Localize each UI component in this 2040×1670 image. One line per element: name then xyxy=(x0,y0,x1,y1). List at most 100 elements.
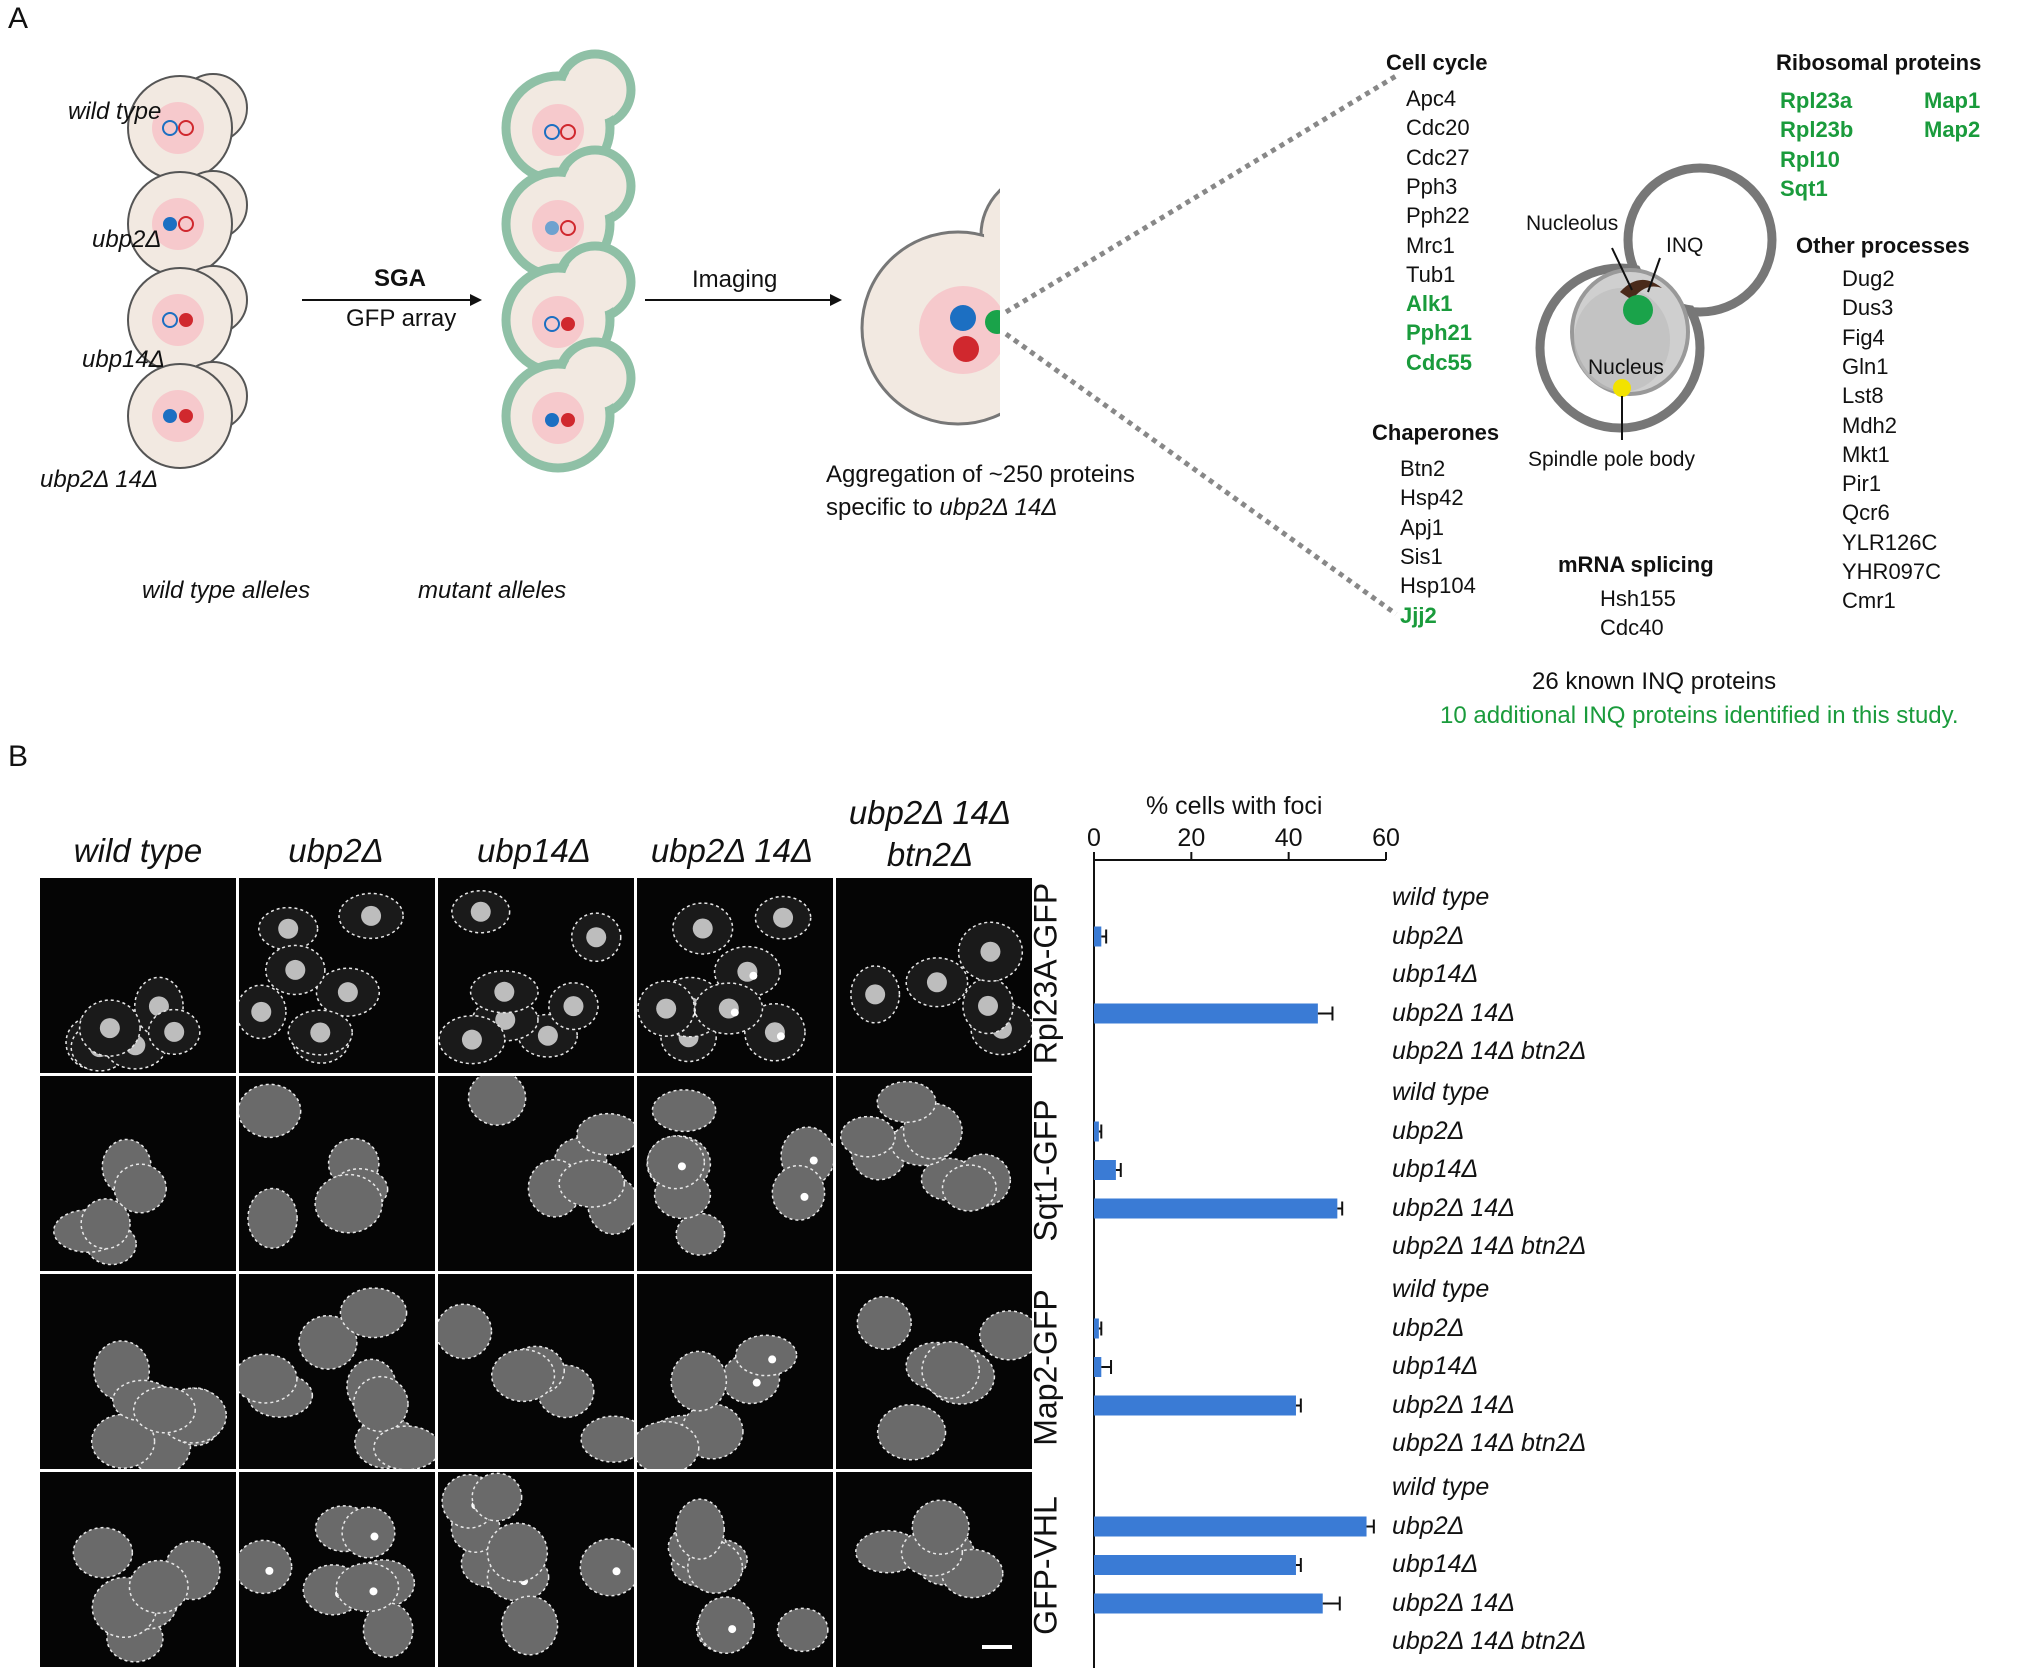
other-process-protein: Mkt1 xyxy=(1842,441,1890,467)
other-process-protein: Fig4 xyxy=(1842,324,1885,350)
bar-genotype-label: ubp14Δ xyxy=(1392,960,1479,988)
bar xyxy=(1094,1357,1102,1377)
nucleus-signal xyxy=(537,1025,558,1046)
bar xyxy=(1094,1198,1338,1219)
other-process-protein: Pir1 xyxy=(1842,471,1882,497)
genotype-cell-ubp14 xyxy=(127,265,248,373)
nucleus-label: Nucleus xyxy=(1588,356,1664,379)
bar-genotype-label: ubp2Δ xyxy=(1392,1313,1465,1342)
cell-outline xyxy=(341,1506,396,1559)
cell-outline xyxy=(576,1112,634,1156)
arrow-gfp-array-label: GFP array xyxy=(346,305,457,332)
inq-focus xyxy=(728,1625,737,1634)
column-header-ubp2: ubp2Δ xyxy=(288,832,384,869)
bar-genotype-label: ubp2Δ 14Δ btn2Δ xyxy=(1392,1429,1587,1457)
cell-outline xyxy=(132,1386,196,1434)
bar xyxy=(1094,926,1102,947)
cell-outline xyxy=(734,1334,798,1377)
arrow-imaging-label: Imaging xyxy=(692,266,778,293)
micrograph-panel xyxy=(239,1076,435,1271)
nucleus-signal xyxy=(470,901,491,922)
bar-genotype-label: ubp2Δ 14Δ btn2Δ xyxy=(1392,1627,1587,1655)
inq-focus xyxy=(370,1532,379,1541)
micrograph-panel xyxy=(438,1076,634,1271)
other-process-protein: Lst8 xyxy=(1842,383,1884,409)
cell-cycle-new-protein: Alk1 xyxy=(1406,291,1453,317)
mrna-splicing-protein: Cdc40 xyxy=(1600,615,1664,641)
cell-outline xyxy=(314,1173,383,1234)
cell-outline xyxy=(239,1539,293,1595)
inq-focus xyxy=(265,1566,274,1575)
bar-genotype-label: ubp14Δ xyxy=(1392,1550,1479,1578)
legend-wild-type-alleles: wild type alleles xyxy=(142,577,311,604)
bar-genotype-label: ubp2Δ 14Δ xyxy=(1392,1390,1515,1419)
genotype-cell-ubp2 xyxy=(127,170,248,277)
gfp-cell-1 xyxy=(501,49,636,185)
cell-cycle-protein: Mrc1 xyxy=(1406,232,1455,258)
cell-cycle-new-protein: Cdc55 xyxy=(1406,349,1473,375)
panel-a-schematic xyxy=(127,49,1000,473)
cell-outline xyxy=(978,1310,1032,1361)
cell-cycle-protein: Apc4 xyxy=(1406,86,1457,111)
cell-outline xyxy=(580,1415,634,1463)
genotype-label-ubp14: ubp14Δ xyxy=(82,346,165,373)
bar-genotype-label: wild type xyxy=(1392,1275,1490,1303)
cell-outline xyxy=(335,1562,400,1613)
ribosomal-protein: Rpl23b xyxy=(1780,117,1854,143)
nucleus-signal xyxy=(310,1022,331,1043)
inq-focus xyxy=(768,1355,777,1364)
aggregation-caption-line1: Aggregation of ~250 proteins xyxy=(826,461,1135,488)
nucleus-signal xyxy=(361,905,382,926)
cell-outline xyxy=(373,1425,435,1469)
inq-label: INQ xyxy=(1666,234,1704,257)
nucleus-signal xyxy=(692,918,713,939)
nucleus-signal xyxy=(278,918,299,939)
bar-genotype-label: ubp2Δ 14Δ btn2Δ xyxy=(1392,1232,1587,1260)
cell-outline xyxy=(72,1526,134,1579)
other-process-protein: Gln1 xyxy=(1842,353,1889,379)
ribosomal-protein: Map1 xyxy=(1924,88,1981,113)
cell-outline xyxy=(697,1596,755,1655)
genotype-cell-wt xyxy=(127,73,248,181)
nucleus-signal xyxy=(337,982,358,1003)
panel-b-letter: B xyxy=(8,740,29,773)
nucleus-signal xyxy=(980,941,1001,962)
cell-outline xyxy=(675,1498,725,1560)
column-header-ubp2-14: ubp2Δ 14Δ xyxy=(650,832,814,869)
bar-genotype-label: ubp2Δ 14Δ xyxy=(1392,998,1515,1027)
cell-outline xyxy=(239,1083,302,1139)
micrograph-panel xyxy=(637,1472,833,1667)
micrograph-panel xyxy=(438,1274,634,1469)
inq-focus xyxy=(369,1587,378,1596)
cell-outline xyxy=(490,1348,556,1403)
bar-genotype-label: wild type xyxy=(1392,1078,1490,1106)
cell-outline xyxy=(921,1341,981,1400)
cell-outline xyxy=(651,1089,717,1133)
column-header-wild-type: wild type xyxy=(73,832,203,869)
cell-outline xyxy=(876,1403,947,1461)
bar xyxy=(1094,1593,1323,1614)
nucleus-signal xyxy=(494,981,515,1002)
micrograph-panel xyxy=(239,1472,435,1667)
other-process-protein: YLR126C xyxy=(1842,529,1938,555)
cell-cycle-protein: Pph3 xyxy=(1406,173,1458,199)
cell-outline xyxy=(352,1375,409,1433)
micrograph-panel xyxy=(836,878,1032,1073)
ribosomal-protein: Map2 xyxy=(1924,117,1981,143)
nucleus-signal xyxy=(656,998,677,1019)
bar xyxy=(1094,1395,1296,1416)
chaperone-protein: Sis1 xyxy=(1400,543,1443,569)
cell-cycle-protein: Pph22 xyxy=(1406,203,1470,229)
zoom-lines xyxy=(1004,73,1777,617)
micrograph-panel xyxy=(637,1076,833,1271)
inq-schematic-cell xyxy=(1535,163,1777,440)
ribosomal-protein: Rpl10 xyxy=(1780,146,1840,172)
nucleus-signal xyxy=(461,1029,482,1050)
inq-focus xyxy=(612,1567,621,1576)
bar-genotype-label: ubp2Δ 14Δ btn2Δ xyxy=(1392,1037,1587,1065)
cell-outline xyxy=(675,1212,726,1256)
other-process-protein: Dus3 xyxy=(1842,295,1894,321)
bar xyxy=(1094,1516,1367,1537)
arrow-sga-label: SGA xyxy=(374,265,427,292)
